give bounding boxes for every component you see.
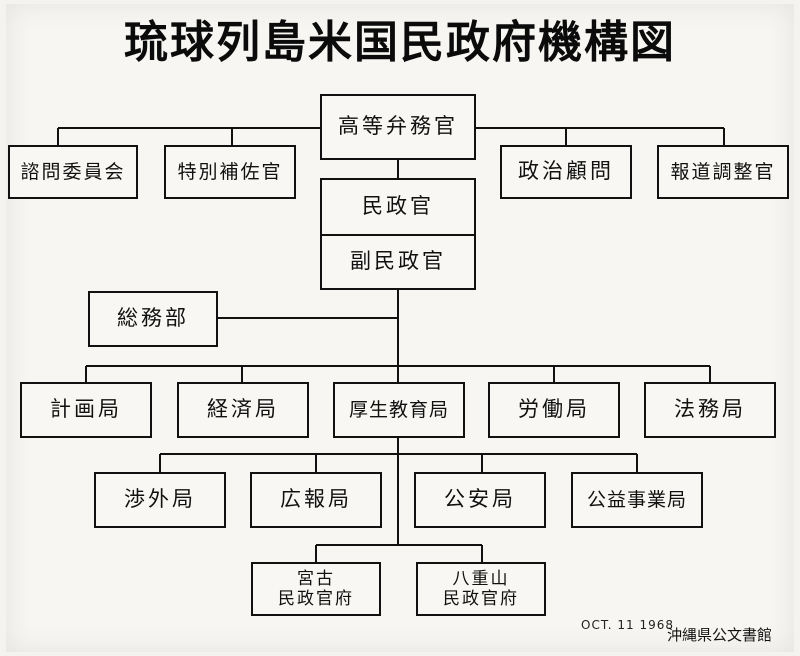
node-bureau-public-safety: 公安局 xyxy=(414,472,546,528)
node-deputy-civil-administrator: 副民政官 xyxy=(320,234,476,290)
miyako-line-2: 民政官府 xyxy=(278,589,354,609)
node-political-advisor: 政治顧問 xyxy=(500,145,632,199)
node-general-affairs: 総務部 xyxy=(88,291,218,347)
node-bureau-economic: 経済局 xyxy=(177,382,309,438)
node-high-commissioner: 高等弁務官 xyxy=(320,94,476,160)
node-advisory-committee: 諮問委員会 xyxy=(8,145,138,199)
node-bureau-public-utilities: 公益事業局 xyxy=(571,472,703,528)
node-special-assistant: 特別補佐官 xyxy=(164,145,296,199)
node-bureau-legal: 法務局 xyxy=(644,382,776,438)
yaeyama-line-1: 八重山 xyxy=(452,568,510,589)
miyako-line-1: 宮古 xyxy=(297,568,335,589)
node-bureau-labor: 労働局 xyxy=(488,382,620,438)
node-press-officer: 報道調整官 xyxy=(657,145,789,199)
archive-mark: 沖縄県公文書館 xyxy=(666,626,772,644)
node-bureau-welfare-education: 厚生教育局 xyxy=(333,382,465,438)
date-stamp: OCT. 11 1968 xyxy=(581,618,674,632)
node-bureau-external-affairs: 渉外局 xyxy=(94,472,226,528)
node-yaeyama-civil-office: 八重山 民政官府 xyxy=(416,562,546,616)
node-civil-administrator: 民政官 xyxy=(320,178,476,236)
yaeyama-line-2: 民政官府 xyxy=(443,589,519,609)
node-bureau-planning: 計画局 xyxy=(20,382,152,438)
node-bureau-public-information: 広報局 xyxy=(250,472,382,528)
node-miyako-civil-office: 宮古 民政官府 xyxy=(251,562,381,616)
chart-title: 琉球列島米国民政府機構図 xyxy=(124,17,676,68)
